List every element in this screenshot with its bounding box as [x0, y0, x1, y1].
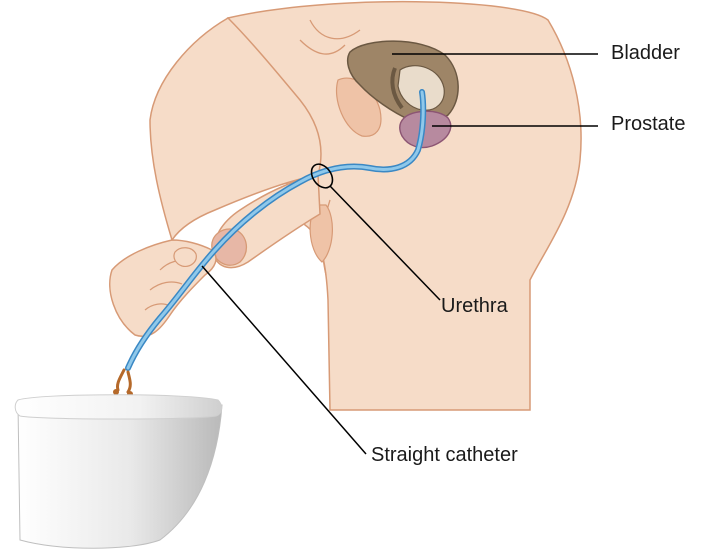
- bowl-body: [17, 404, 223, 549]
- pelvic-outline: [299, 19, 361, 55]
- urethra-label: Urethra: [441, 295, 508, 317]
- prostate-shape: [399, 110, 452, 149]
- bladder-wall: [390, 67, 404, 110]
- urethra-leader-line: [329, 185, 441, 301]
- arm-shape: [149, 17, 322, 242]
- catheter-leader-line: [201, 265, 367, 455]
- catheter-tube-fill: [126, 90, 425, 370]
- bladder-inner: [397, 65, 445, 111]
- thumb-shape: [173, 247, 197, 267]
- bowl-rim: [14, 394, 223, 420]
- bladder-label: Bladder: [611, 42, 680, 64]
- urine-drop: [113, 389, 119, 395]
- urethra-marker: [310, 163, 334, 189]
- glans-shape: [211, 228, 247, 266]
- hand-shape: [109, 239, 217, 337]
- catheter-label: Straight catheter: [371, 444, 518, 466]
- urine-drip: [116, 368, 132, 394]
- prostate-label: Prostate: [611, 113, 686, 135]
